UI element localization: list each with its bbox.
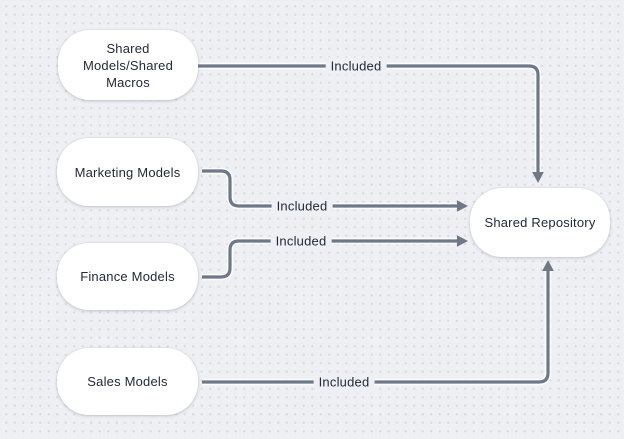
arrowhead-up-icon [542,260,554,271]
arrowhead-right-icon [457,200,468,212]
connector-shared-models-to-repository [198,62,544,183]
connector-sales-to-repository [202,260,554,386]
connector-marketing-to-repository [202,167,468,212]
arrowhead-right-icon [457,235,468,247]
connector-line [202,169,457,208]
node-label: Sales Models [87,374,168,389]
edge-label-included-marketing: Included [271,197,333,215]
node-finance-models: Finance Models [57,243,198,310]
node-label: Marketing Models [74,164,181,180]
node-label: Finance Models [80,269,175,284]
node-sales-models: Sales Models [57,348,198,415]
connector-line [202,239,457,279]
node-marketing-models: Marketing Models [57,138,198,206]
connector-line [198,64,540,172]
node-label: Shared Repository [484,215,596,230]
connector-finance-to-repository [202,235,468,281]
arrowhead-down-icon [532,172,544,183]
node-shared-models-shared-macros: Shared Models/Shared Macros [58,30,198,100]
connector-line [202,271,550,384]
node-label: Shared Models/Shared Macros [82,40,174,90]
edge-label-included-sales: Included [313,373,375,391]
node-shared-repository: Shared Repository [470,188,610,257]
edge-label-included-finance: Included [270,232,332,250]
edge-label-included-shared-models: Included [325,57,387,75]
